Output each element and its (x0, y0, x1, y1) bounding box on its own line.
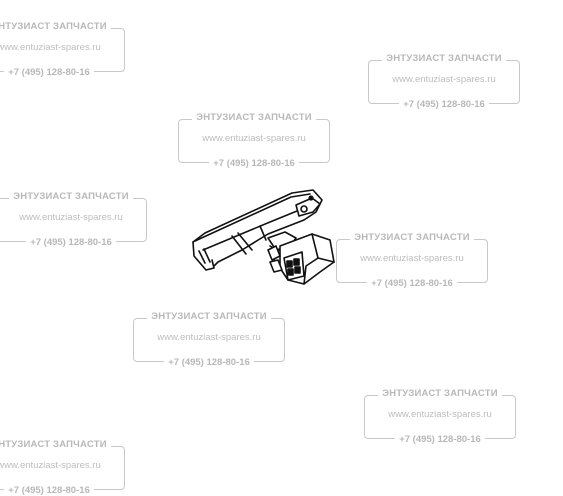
watermark-title: ЭНТУЗИАСТ ЗАПЧАСТИ (9, 191, 133, 202)
watermark-6: ЭНТУЗИАСТ ЗАПЧАСТИ www.entuziast-spares.… (133, 311, 285, 368)
watermark-phone: +7 (495) 128-80-16 (4, 67, 94, 78)
watermark-7: ЭНТУЗИАСТ ЗАПЧАСТИ www.entuziast-spares.… (364, 388, 516, 445)
watermark-3: ЭНТУЗИАСТ ЗАПЧАСТИ www.entuziast-spares.… (178, 112, 330, 169)
watermark-url: www.entuziast-spares.ru (360, 253, 464, 264)
watermark-2: ЭНТУЗИАСТ ЗАПЧАСТИ www.entuziast-spares.… (368, 53, 520, 110)
watermark-phone: +7 (495) 128-80-16 (26, 237, 116, 248)
watermark-title: ЭНТУЗИАСТ ЗАПЧАСТИ (0, 439, 111, 450)
watermark-5: ЭНТУЗИАСТ ЗАПЧАСТИ www.entuziast-spares.… (336, 232, 488, 289)
watermark-url: www.entuziast-spares.ru (157, 332, 261, 343)
watermark-url: www.entuziast-spares.ru (388, 409, 492, 420)
watermark-phone: +7 (495) 128-80-16 (395, 434, 485, 445)
watermark-phone: +7 (495) 128-80-16 (399, 99, 489, 110)
watermark-url: www.entuziast-spares.ru (202, 133, 306, 144)
watermark-title: ЭНТУЗИАСТ ЗАПЧАСТИ (0, 21, 111, 32)
watermark-phone: +7 (495) 128-80-16 (4, 485, 94, 496)
switch-connector-part (267, 233, 335, 285)
watermark-url: www.entuziast-spares.ru (392, 74, 496, 85)
watermark-title: ЭНТУЗИАСТ ЗАПЧАСТИ (350, 232, 474, 243)
watermark-title: ЭНТУЗИАСТ ЗАПЧАСТИ (382, 53, 506, 64)
watermark-url: www.entuziast-spares.ru (19, 212, 123, 223)
watermark-phone: +7 (495) 128-80-16 (209, 158, 299, 169)
watermark-title: ЭНТУЗИАСТ ЗАПЧАСТИ (147, 311, 271, 322)
watermark-4: ЭНТУЗИАСТ ЗАПЧАСТИ www.entuziast-spares.… (0, 191, 147, 248)
watermark-title: ЭНТУЗИАСТ ЗАПЧАСТИ (192, 112, 316, 123)
watermark-url: www.entuziast-spares.ru (0, 42, 101, 53)
watermark-title: ЭНТУЗИАСТ ЗАПЧАСТИ (378, 388, 502, 399)
watermark-phone: +7 (495) 128-80-16 (367, 278, 457, 289)
watermark-url: www.entuziast-spares.ru (0, 460, 101, 471)
parts-diagram (192, 189, 335, 285)
watermark-1: ЭНТУЗИАСТ ЗАПЧАСТИ www.entuziast-spares.… (0, 21, 125, 78)
watermark-phone: +7 (495) 128-80-16 (164, 357, 254, 368)
